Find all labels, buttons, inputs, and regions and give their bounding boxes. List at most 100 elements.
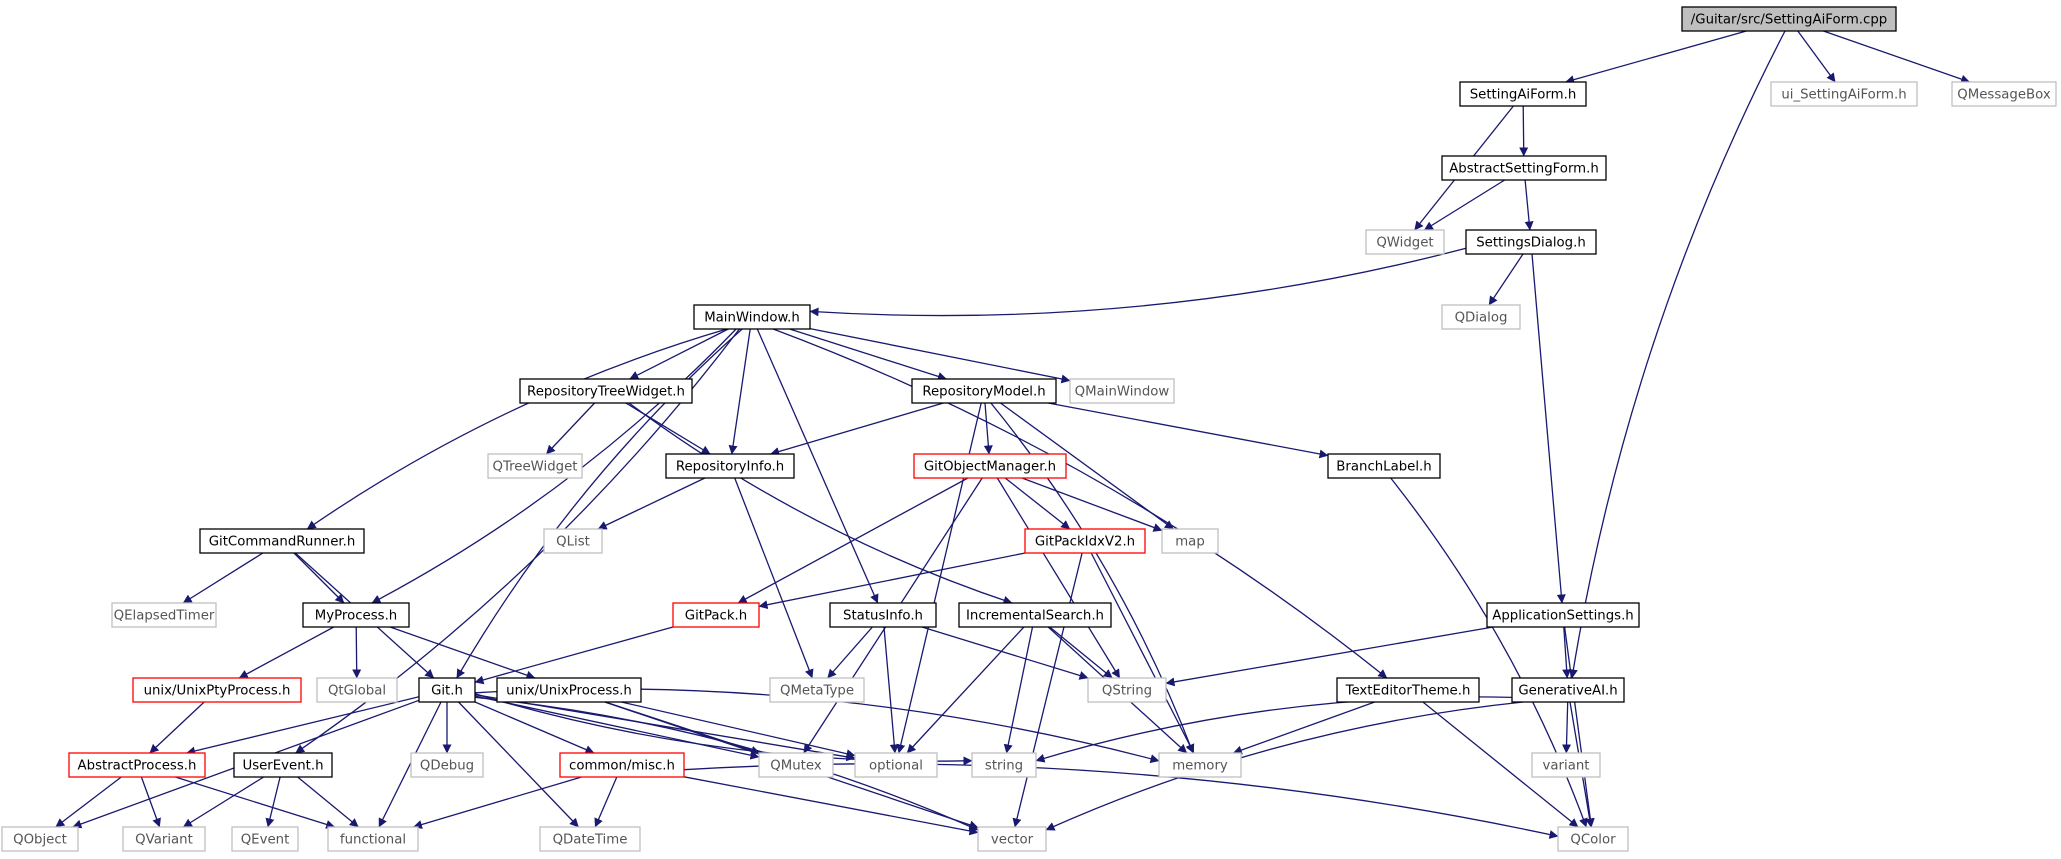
edge-StatusInfo-to-optional (883, 626, 899, 754)
edge-RepositoryTreeWidget-to-QTreeWidget (545, 402, 596, 455)
edge-Git-to-vector (474, 696, 979, 831)
node-GitObjectManager[interactable]: GitObjectManager.h (913, 453, 1067, 479)
node-commonMisc[interactable]: common/misc.h (559, 752, 685, 778)
edge-line (605, 701, 761, 755)
edge-line (990, 402, 1195, 754)
node-QDateTime: QDateTime (539, 826, 641, 852)
node-label: QDateTime (553, 833, 628, 848)
edge-line (371, 328, 737, 604)
edge-Git-to-AbstractProcess (186, 696, 420, 756)
edge-UnixProcess-to-optional (621, 701, 856, 759)
edge-line (474, 696, 979, 831)
edge-line (293, 552, 345, 604)
node-box (829, 602, 937, 628)
edge-MainWindow-to-RepositoryModel (789, 328, 947, 381)
node-box (1441, 155, 1607, 181)
edge-MyProcess-to-UnixProcess (389, 626, 536, 680)
edge-line (1090, 552, 1195, 754)
node-BranchLabel[interactable]: BranchLabel.h (1327, 453, 1441, 479)
node-box (1024, 528, 1146, 554)
node-StatusInfo[interactable]: StatusInfo.h (829, 602, 937, 628)
node-box (1511, 677, 1625, 703)
edge-line (1165, 626, 1494, 687)
node-label: SettingAiForm.h (1470, 88, 1577, 103)
node-box (854, 752, 938, 778)
edge-MainWindow-to-StatusInfo (756, 328, 879, 604)
node-label: QMainWindow (1075, 385, 1170, 400)
node-SettingsDialog[interactable]: SettingsDialog.h (1465, 229, 1597, 255)
edge-line (545, 402, 596, 455)
node-label: AbstractSettingForm.h (1449, 162, 1599, 177)
edge-line (1012, 552, 1083, 828)
node-box (672, 602, 760, 628)
edge-line (1422, 701, 1579, 828)
edge-line (306, 328, 727, 530)
edge-line (458, 701, 579, 828)
edge-line (734, 477, 814, 679)
node-Git[interactable]: Git.h (418, 677, 476, 703)
edge-line (389, 626, 536, 680)
node-GitCommandRunner[interactable]: GitCommandRunner.h (199, 528, 365, 554)
node-box (487, 453, 583, 479)
edge-line (1047, 402, 1329, 459)
node-label: GitObjectManager.h (924, 460, 1056, 475)
node-SettingAiForm[interactable]: SettingAiForm.h (1459, 81, 1587, 107)
node-AbstractProcess[interactable]: AbstractProcess.h (68, 752, 206, 778)
edge-GitObjectManager-to-GitPack (737, 477, 969, 604)
node-optional: optional (854, 752, 938, 778)
node-RepositoryInfo[interactable]: RepositoryInfo.h (665, 453, 795, 479)
node-TextEditorTheme[interactable]: TextEditorTheme.h (1336, 677, 1480, 703)
node-box (1158, 752, 1242, 778)
edge-root-to-QMessageBox (1823, 30, 1971, 84)
edge-TextEditorTheme-to-QColor (1422, 701, 1579, 828)
node-MyProcess[interactable]: MyProcess.h (302, 602, 410, 628)
node-QMutex: QMutex (758, 752, 834, 778)
node-RepositoryModel[interactable]: RepositoryModel.h (911, 378, 1057, 404)
edge-line (770, 402, 944, 456)
node-label: RepositoryTreeWidget.h (527, 385, 685, 400)
edge-line (921, 626, 1089, 680)
edge-AbstractProcess-to-functional (175, 776, 336, 829)
node-label: QtGlobal (328, 684, 386, 699)
edge-line (772, 328, 1388, 679)
node-label: vector (991, 833, 1034, 848)
node-AbstractSettingForm[interactable]: AbstractSettingForm.h (1441, 155, 1607, 181)
edge-GenerativeAI-to-vector (1045, 701, 1524, 831)
edge-line (756, 328, 879, 604)
node-UserEvent[interactable]: UserEvent.h (233, 752, 333, 778)
node-UnixPtyProcess[interactable]: unix/UnixPtyProcess.h (132, 677, 302, 703)
node-label: RepositoryModel.h (922, 385, 1045, 400)
node-QObject: QObject (1, 826, 79, 852)
node-box (977, 826, 1047, 852)
node-label: QColor (1570, 833, 1616, 848)
edge-line (265, 776, 281, 828)
edge-RepositoryModel-to-GitObjectManager (983, 402, 993, 455)
edge-line (1423, 179, 1506, 231)
node-GenerativeAI[interactable]: GenerativeAI.h (1511, 677, 1625, 703)
node-ApplicationSettings[interactable]: ApplicationSettings.h (1486, 602, 1640, 628)
edge-TextEditorTheme-to-memory (1232, 701, 1375, 755)
edge-ApplicationSettings-to-GenerativeAI (1562, 626, 1572, 679)
node-label: GitCommandRunner.h (209, 535, 356, 550)
node-GitPackIdxV2[interactable]: GitPackIdxV2.h (1024, 528, 1146, 554)
node-IncrementalSearch[interactable]: IncrementalSearch.h (958, 602, 1112, 628)
node-UnixProcess[interactable]: unix/UnixProcess.h (496, 677, 642, 703)
node-MainWindow[interactable]: MainWindow.h (693, 304, 811, 330)
node-GitPack[interactable]: GitPack.h (672, 602, 760, 628)
edge-line (1003, 626, 1034, 754)
edge-RepositoryModel-to-BranchLabel (1047, 402, 1329, 459)
node-label: IncrementalSearch.h (966, 609, 1104, 624)
edge-GitPackIdxV2-to-vector (1012, 552, 1083, 828)
edge-line (883, 626, 899, 754)
node-box (1069, 378, 1175, 404)
edge-SettingsDialog-to-MainWindow (809, 247, 1467, 317)
edge-IncrementalSearch-to-string (1003, 626, 1034, 754)
edge-line (182, 776, 265, 828)
edge-MainWindow-to-RepositoryInfo (728, 328, 751, 455)
edge-commonMisc-to-vector (683, 776, 979, 836)
node-RepositoryTreeWidget[interactable]: RepositoryTreeWidget.h (519, 378, 693, 404)
node-box (913, 453, 1067, 479)
node-label: ui_SettingAiForm.h (1781, 88, 1906, 103)
node-root[interactable]: /Guitar/src/SettingAiForm.cpp (1681, 6, 1897, 32)
node-QVariant: QVariant (122, 826, 206, 852)
